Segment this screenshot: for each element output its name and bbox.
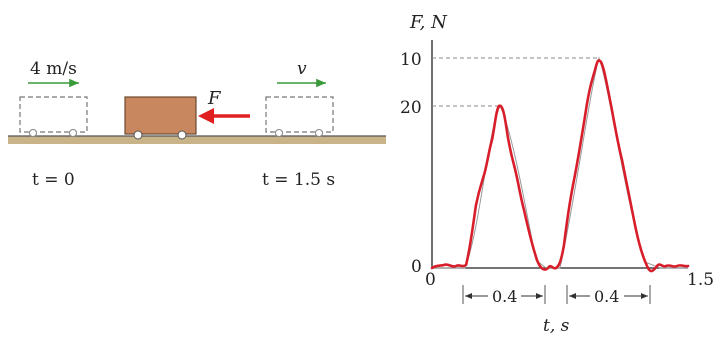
force-arrow (198, 108, 250, 124)
x-tick-label-1p5: 1.5 (687, 270, 714, 290)
y-tick-label-10: 10 (400, 50, 422, 70)
initial-velocity-label: 4 m/s (30, 59, 77, 79)
interval-label-1: 0.4 (492, 287, 517, 306)
x-tick-label-0: 0 (425, 270, 436, 290)
force-time-chart: F, N t, s 0 20 10 0 1.5 0.4 0.4 (400, 12, 714, 336)
y-tick-label-20: 20 (400, 98, 422, 118)
force-curve (430, 59, 690, 273)
y-axis-label: F, N (409, 12, 448, 33)
time-start-label: t = 0 (32, 170, 75, 190)
x-axis-label: t, s (543, 316, 570, 336)
ground (8, 136, 386, 144)
cart-final (265, 96, 334, 137)
interval-label-2: 0.4 (594, 287, 619, 306)
interval-markers: 0.4 0.4 (462, 285, 651, 306)
force-label: F (207, 88, 222, 109)
cart-solid (124, 96, 197, 140)
y-tick-label-0: 0 (411, 257, 422, 277)
final-velocity-label: v (297, 59, 307, 79)
time-end-label: t = 1.5 s (262, 170, 335, 190)
cart-scene: 4 m/s F v t = 0 t = 1.5 s (8, 59, 386, 190)
cart-initial (19, 96, 88, 137)
